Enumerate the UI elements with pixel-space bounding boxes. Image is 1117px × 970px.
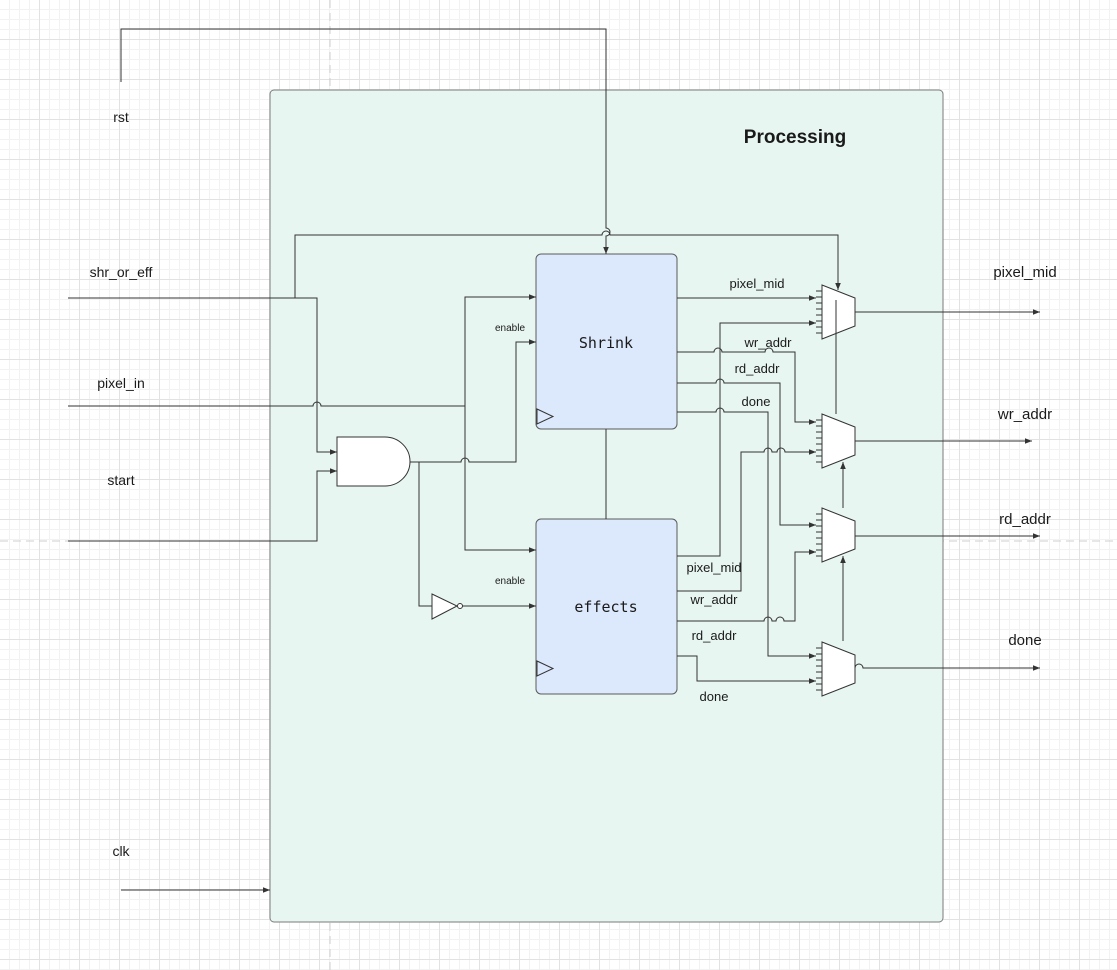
effects-done-label: done [700, 689, 729, 704]
output-label-rd-addr: rd_addr [999, 511, 1051, 528]
container-title: Processing [744, 127, 846, 148]
effects-enable-label: enable [495, 576, 525, 587]
mux-done[interactable] [816, 641, 856, 697]
shrink-enable-label: enable [495, 323, 525, 334]
input-label-pixel-in: pixel_in [97, 375, 144, 391]
output-label-pixel-mid: pixel_mid [993, 264, 1056, 281]
wires [68, 28, 1040, 893]
mux-pixel-mid[interactable] [816, 284, 856, 340]
effects-rd-addr-label: rd_addr [692, 628, 737, 643]
shrink-done-label: done [742, 394, 771, 409]
shrink-wr-addr-label: wr_addr [744, 335, 793, 350]
output-label-done: done [1008, 632, 1041, 649]
effects-pixel-mid-label: pixel_mid [687, 560, 742, 575]
input-label-clk: clk [112, 843, 130, 859]
shrink-pixel-mid-label: pixel_mid [730, 276, 785, 291]
shrink-rd-addr-label: rd_addr [735, 361, 780, 376]
shrink-clock-icon [536, 408, 555, 425]
input-label-shr-or-eff: shr_or_eff [90, 264, 153, 280]
and-gate[interactable] [336, 436, 411, 487]
effects-block-label: effects [574, 598, 637, 616]
input-label-rst: rst [113, 109, 129, 125]
mux-rd-addr[interactable] [816, 507, 856, 563]
not-gate-bubble [457, 603, 463, 609]
output-label-wr-addr: wr_addr [997, 406, 1052, 423]
shrink-block-label: Shrink [579, 334, 633, 352]
effects-wr-addr-label: wr_addr [690, 592, 739, 607]
input-label-start: start [107, 472, 134, 488]
effects-clock-icon [536, 660, 555, 677]
mux-wr-addr[interactable] [816, 413, 856, 469]
